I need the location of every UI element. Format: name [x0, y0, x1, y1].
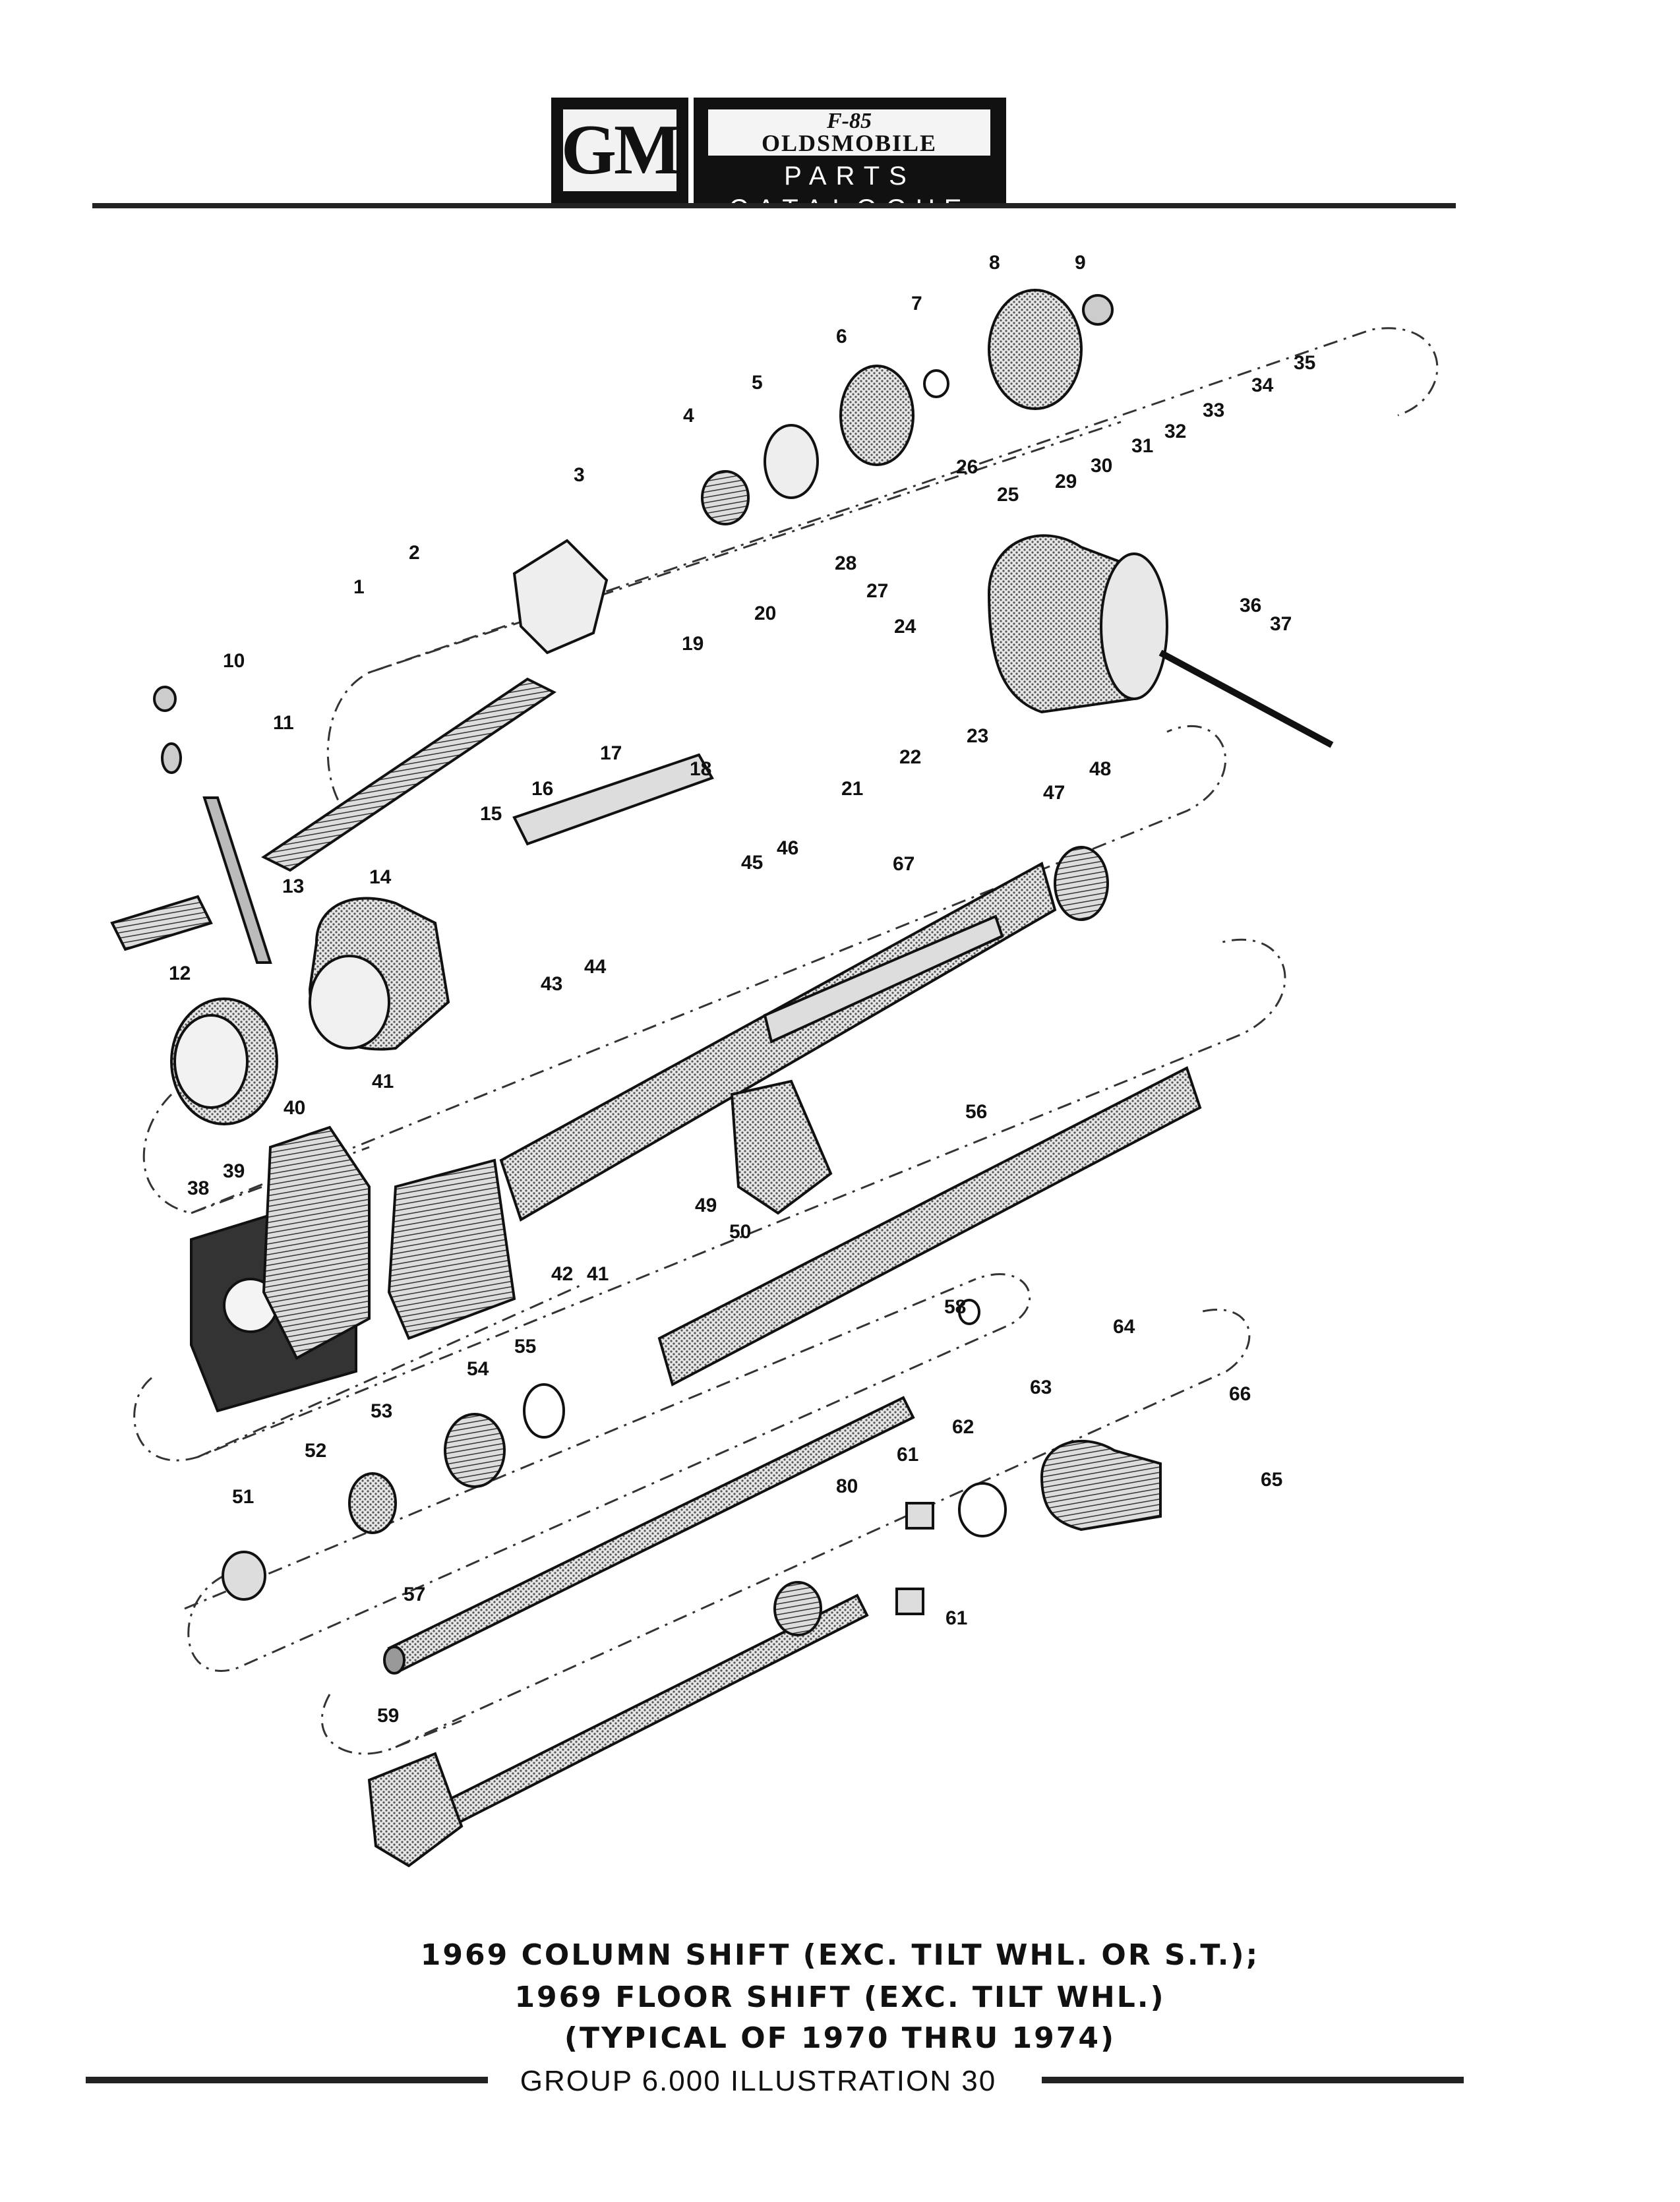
turn-signal-switch: [512, 753, 714, 846]
callout-80: 80: [836, 1475, 858, 1497]
steering-wheel-hub-parts: [701, 289, 1114, 525]
callout-54: 54: [467, 1358, 489, 1380]
callout-42: 42: [551, 1263, 573, 1285]
callout-61: 61: [897, 1444, 918, 1466]
callout-50: 50: [729, 1221, 751, 1243]
lock-housing-and-bearings: [170, 897, 450, 1125]
footer-rule-right: [1042, 2077, 1464, 2083]
brand-box: F-85 OLDSMOBILE: [708, 109, 990, 156]
callout-24: 24: [894, 616, 916, 638]
callout-59: 59: [377, 1705, 399, 1727]
callout-63: 63: [1030, 1377, 1052, 1398]
callout-58: 58: [944, 1296, 966, 1318]
shift-lever-parts: [110, 649, 1334, 964]
callout-29: 29: [1055, 471, 1077, 492]
callout-11: 11: [273, 712, 294, 734]
callout-21: 21: [841, 778, 863, 800]
mounting-brackets: [190, 1125, 516, 1413]
caption-line-1: 1969 COLUMN SHIFT (EXC. TILT WHL. OR S.T…: [420, 1938, 1260, 1972]
callout-57: 57: [404, 1584, 425, 1605]
callout-28: 28: [835, 552, 856, 574]
callout-48: 48: [1089, 758, 1111, 780]
callout-18: 18: [690, 758, 711, 780]
callout-12: 12: [169, 963, 191, 984]
callout-2: 2: [409, 542, 420, 564]
callout-33: 33: [1203, 400, 1224, 421]
callout-41b: 41: [587, 1263, 609, 1285]
callout-30: 30: [1091, 455, 1112, 477]
callout-40: 40: [284, 1097, 305, 1119]
callout-10: 10: [223, 650, 245, 672]
callout-25: 25: [997, 484, 1019, 506]
callout-56: 56: [965, 1101, 987, 1123]
gm-logo: GM: [551, 98, 688, 203]
callout-52: 52: [305, 1440, 326, 1462]
callout-23: 23: [967, 725, 988, 747]
callout-1: 1: [353, 576, 365, 598]
callout-34: 34: [1251, 374, 1274, 396]
callout-9: 9: [1075, 252, 1086, 274]
callout-61b: 61: [945, 1607, 967, 1629]
callout-36: 36: [1240, 595, 1261, 616]
callout-26: 26: [956, 456, 978, 478]
callout-17: 17: [600, 742, 622, 764]
callout-13: 13: [282, 876, 304, 897]
callout-32: 32: [1164, 421, 1186, 442]
callout-6: 6: [836, 326, 847, 347]
callout-37: 37: [1270, 613, 1292, 635]
callout-27: 27: [866, 580, 888, 602]
callout-3: 3: [574, 464, 585, 486]
callout-44: 44: [584, 956, 607, 978]
jacket-and-tubes: [499, 846, 1202, 1386]
callout-labels: 1 2 3 4 5 6 7 8 9 10 11 12 13 14 15 16 1…: [169, 252, 1315, 1727]
steering-shafts: [367, 1396, 934, 1868]
brand-banner: F-85 OLDSMOBILE PARTS CATALOGUE: [694, 98, 1006, 223]
callout-31: 31: [1131, 435, 1153, 457]
callout-20: 20: [754, 603, 776, 624]
footer-rule-left: [86, 2077, 488, 2083]
callout-7: 7: [911, 293, 922, 314]
callout-62: 62: [952, 1416, 974, 1438]
callout-39: 39: [223, 1160, 245, 1182]
callout-51: 51: [232, 1486, 254, 1508]
upper-switch-housing: [261, 539, 609, 872]
callout-15: 15: [480, 803, 502, 825]
callout-14: 14: [369, 866, 392, 888]
group-illustration-label: GROUP 6.000 ILLUSTRATION 30: [520, 2065, 997, 2097]
callout-55: 55: [514, 1336, 536, 1357]
callout-47: 47: [1043, 782, 1065, 804]
callout-64: 64: [1113, 1316, 1135, 1338]
callout-65: 65: [1261, 1469, 1282, 1491]
header-rule: [92, 203, 1456, 208]
catalog-header: GM F-85 OLDSMOBILE PARTS CATALOGUE: [551, 98, 1006, 223]
callout-22: 22: [899, 746, 921, 768]
callout-35: 35: [1294, 352, 1315, 374]
callout-16: 16: [531, 778, 553, 800]
assembly-guidelines: [133, 327, 1439, 1755]
callout-66: 66: [1229, 1383, 1251, 1405]
lower-bearing-and-spring: [222, 1299, 1162, 1601]
shift-bowl-and-cover: [987, 534, 1168, 714]
callout-45: 45: [741, 852, 763, 874]
callout-67: 67: [893, 853, 915, 875]
f85-mark: F-85: [827, 109, 872, 133]
caption-line-2: 1969 FLOOR SHIFT (EXC. TILT WHL.): [514, 1980, 1166, 2014]
callout-46: 46: [777, 837, 798, 859]
callout-49: 49: [695, 1195, 717, 1216]
callout-4: 4: [683, 405, 694, 427]
caption-line-3: (TYPICAL OF 1970 THRU 1974): [564, 2021, 1116, 2055]
brand-name: OLDSMOBILE: [761, 130, 938, 156]
callout-53: 53: [371, 1400, 392, 1422]
callout-5: 5: [752, 372, 763, 394]
callout-43: 43: [541, 973, 562, 995]
gm-logo-text: GM: [561, 111, 681, 189]
callout-19: 19: [682, 633, 704, 655]
callout-41: 41: [372, 1071, 394, 1092]
callout-38: 38: [187, 1177, 209, 1199]
catalog-label: PARTS CATALOGUE: [729, 162, 971, 223]
callout-8: 8: [989, 252, 1000, 274]
